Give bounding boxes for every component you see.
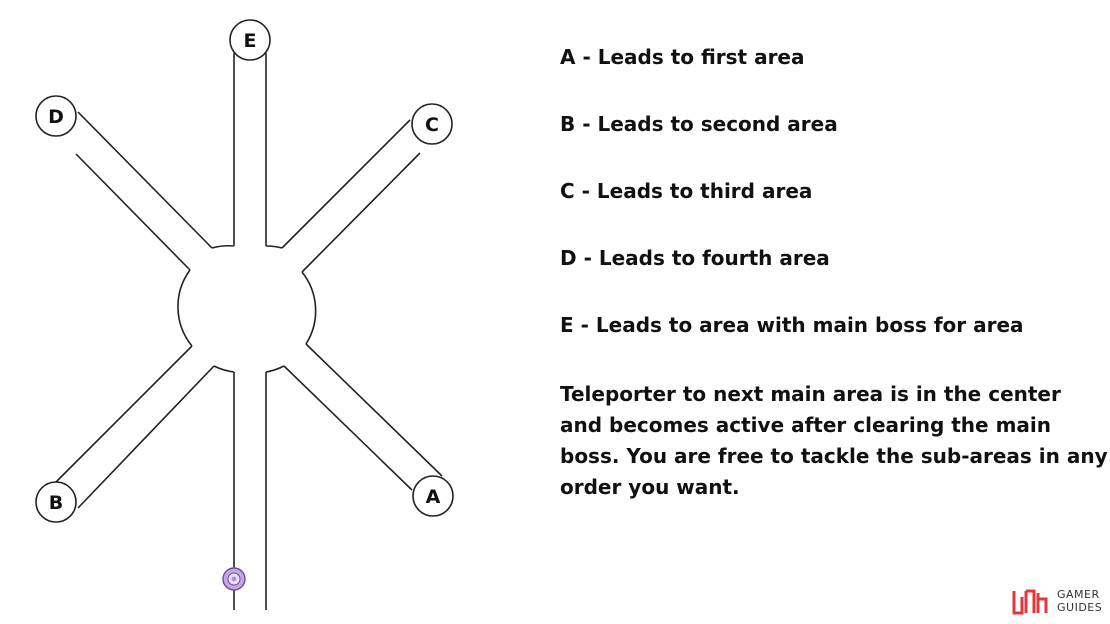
node-d-label: D xyxy=(48,106,64,128)
legend-item-d: D - Leads to fourth area xyxy=(560,246,830,270)
node-c: C xyxy=(411,103,453,145)
legend-item-e: E - Leads to area with main boss for are… xyxy=(560,313,1024,337)
brand-line-1: GAMER xyxy=(1057,588,1100,601)
legend: A - Leads to first area B - Leads to sec… xyxy=(560,44,1108,503)
node-b-circle xyxy=(35,481,77,523)
gamer-guides-logo: GAMER GUIDES xyxy=(1012,585,1102,617)
node-e-label: E xyxy=(244,30,257,52)
gamer-guides-logo-icon xyxy=(1012,589,1048,615)
hub-map: E D C B A xyxy=(35,19,454,610)
brand-line-2: GUIDES xyxy=(1057,601,1103,614)
legend-item-b: B - Leads to second area xyxy=(560,112,838,136)
legend-note: Teleporter to next main area is in the c… xyxy=(560,382,1108,499)
node-c-circle xyxy=(411,103,453,145)
teleporter-icon xyxy=(222,567,246,591)
corridor-walls xyxy=(53,38,443,610)
node-b-label: B xyxy=(49,492,63,514)
legend-item-c: C - Leads to third area xyxy=(560,179,813,203)
legend-item-a: A - Leads to first area xyxy=(560,45,805,69)
node-b: B xyxy=(35,481,77,523)
node-a-circle xyxy=(412,475,454,517)
gamer-guides-wordmark: GAMER GUIDES xyxy=(1057,588,1102,614)
node-a-label: A xyxy=(426,486,441,508)
node-e: E xyxy=(229,19,271,61)
node-e-circle xyxy=(229,19,271,61)
node-c-label: C xyxy=(425,114,439,136)
node-d: D xyxy=(35,95,77,137)
node-a: A xyxy=(412,475,454,517)
node-d-circle xyxy=(35,95,77,137)
